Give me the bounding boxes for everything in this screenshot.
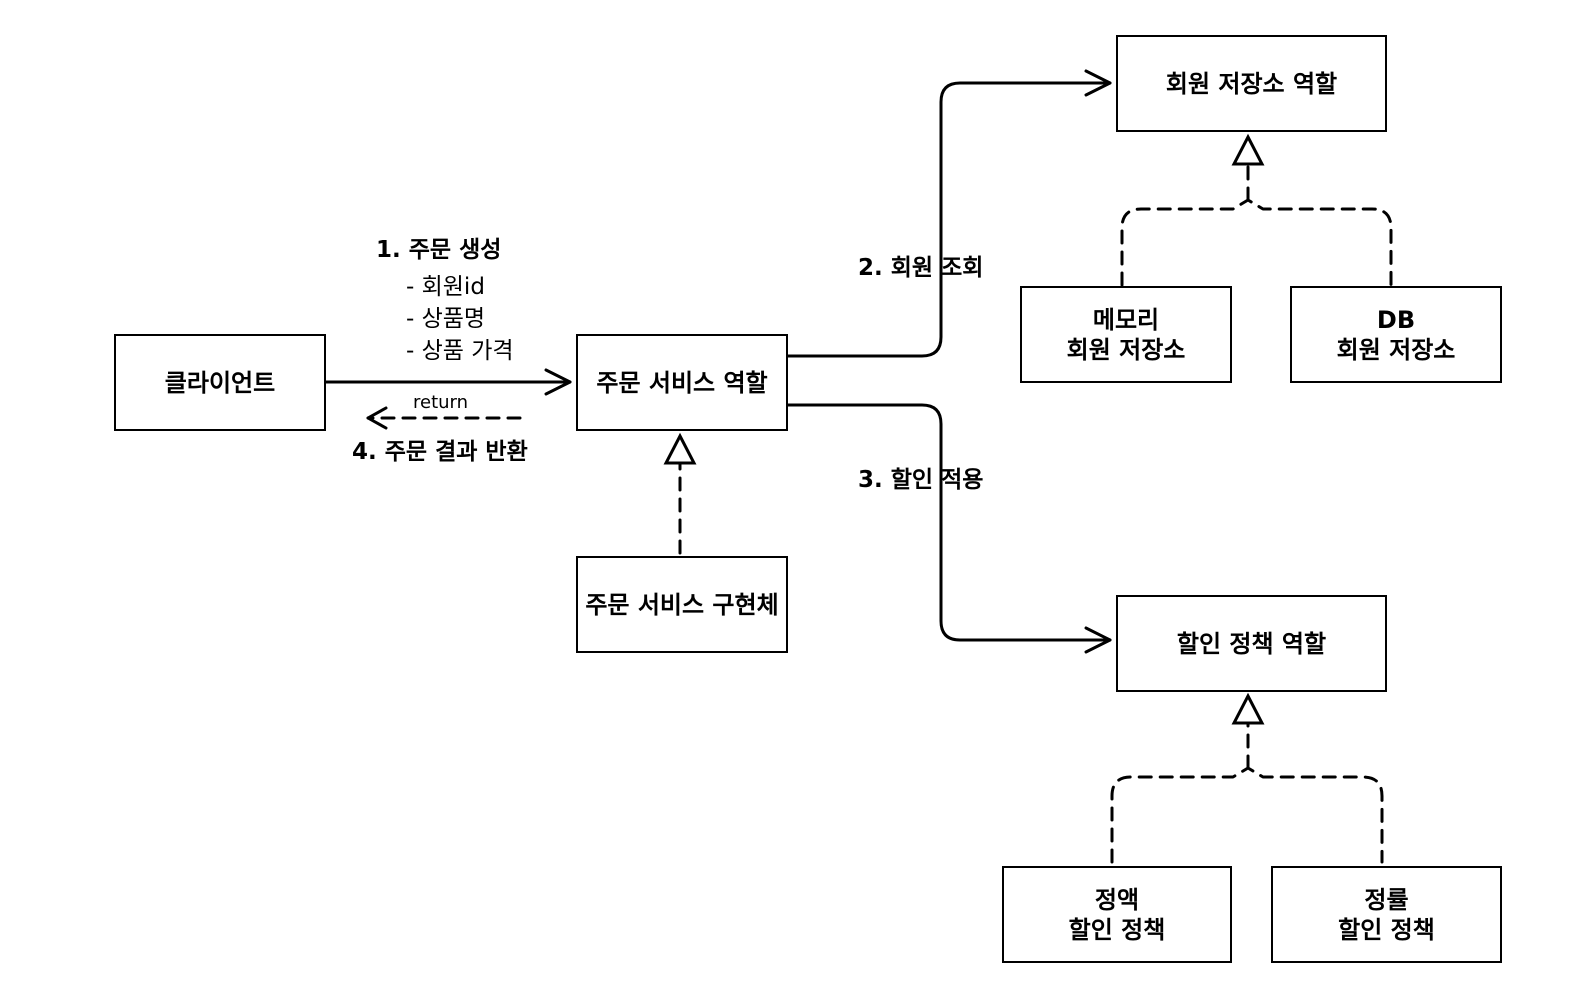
memory-repo-box: 메모리 회원 저장소	[1020, 286, 1232, 383]
triangle-member-repo	[1231, 133, 1265, 166]
member-repo-role-box: 회원 저장소 역할	[1116, 35, 1387, 132]
arrowhead-create-order	[544, 368, 572, 396]
order-service-impl-box: 주문 서비스 구현체	[576, 556, 788, 653]
arrowhead-return	[366, 406, 388, 430]
rate-discount-line2: 할인 정책	[1338, 915, 1435, 944]
rate-discount-line1: 정률	[1364, 885, 1409, 914]
step3-label: 3. 할인 적용	[858, 467, 984, 493]
client-label: 클라이언트	[164, 368, 276, 397]
step1-params: - 회원id - 상품명 - 상품 가격	[406, 272, 514, 364]
db-repo-line1: DB	[1376, 305, 1416, 334]
rate-discount-box: 정률 할인 정책	[1271, 866, 1502, 963]
fixed-discount-line1: 정액	[1094, 885, 1140, 914]
db-repo-line2: 회원 저장소	[1336, 335, 1456, 364]
edge-repos-realize-member	[1120, 198, 1393, 287]
memory-repo-line1: 메모리	[1092, 305, 1160, 334]
discount-policy-role-label: 할인 정책 역할	[1176, 629, 1327, 658]
fixed-discount-line2: 할인 정책	[1068, 915, 1166, 944]
db-repo-box: DB 회원 저장소	[1290, 286, 1502, 383]
step2-label: 2. 회원 조회	[858, 255, 984, 281]
member-repo-role-label: 회원 저장소 역할	[1165, 69, 1338, 98]
discount-policy-role-box: 할인 정책 역할	[1116, 595, 1387, 692]
return-label: return	[413, 392, 469, 413]
order-service-role-box: 주문 서비스 역할	[576, 334, 788, 431]
triangle-discount-policy	[1231, 692, 1265, 725]
step4-label: 4. 주문 결과 반환	[352, 439, 528, 465]
param-product-name: - 상품명	[406, 306, 486, 332]
memory-repo-line2: 회원 저장소	[1066, 335, 1186, 364]
edge-member-lookup	[784, 81, 1112, 358]
param-member-id: - 회원id	[406, 274, 485, 300]
fixed-discount-box: 정액 할인 정책	[1002, 866, 1232, 963]
edge-policies-realize-discount	[1110, 766, 1384, 864]
arrowhead-member-lookup	[1084, 69, 1112, 97]
order-service-role-label: 주문 서비스 역할	[596, 368, 768, 397]
order-service-impl-label: 주문 서비스 구현체	[585, 590, 779, 619]
param-product-price: - 상품 가격	[406, 338, 514, 364]
edge-apply-discount	[784, 403, 1112, 642]
client-box: 클라이언트	[114, 334, 326, 431]
arrowhead-apply-discount	[1084, 626, 1112, 654]
triangle-order-service	[663, 432, 697, 465]
step1-label: 1. 주문 생성	[376, 237, 502, 263]
